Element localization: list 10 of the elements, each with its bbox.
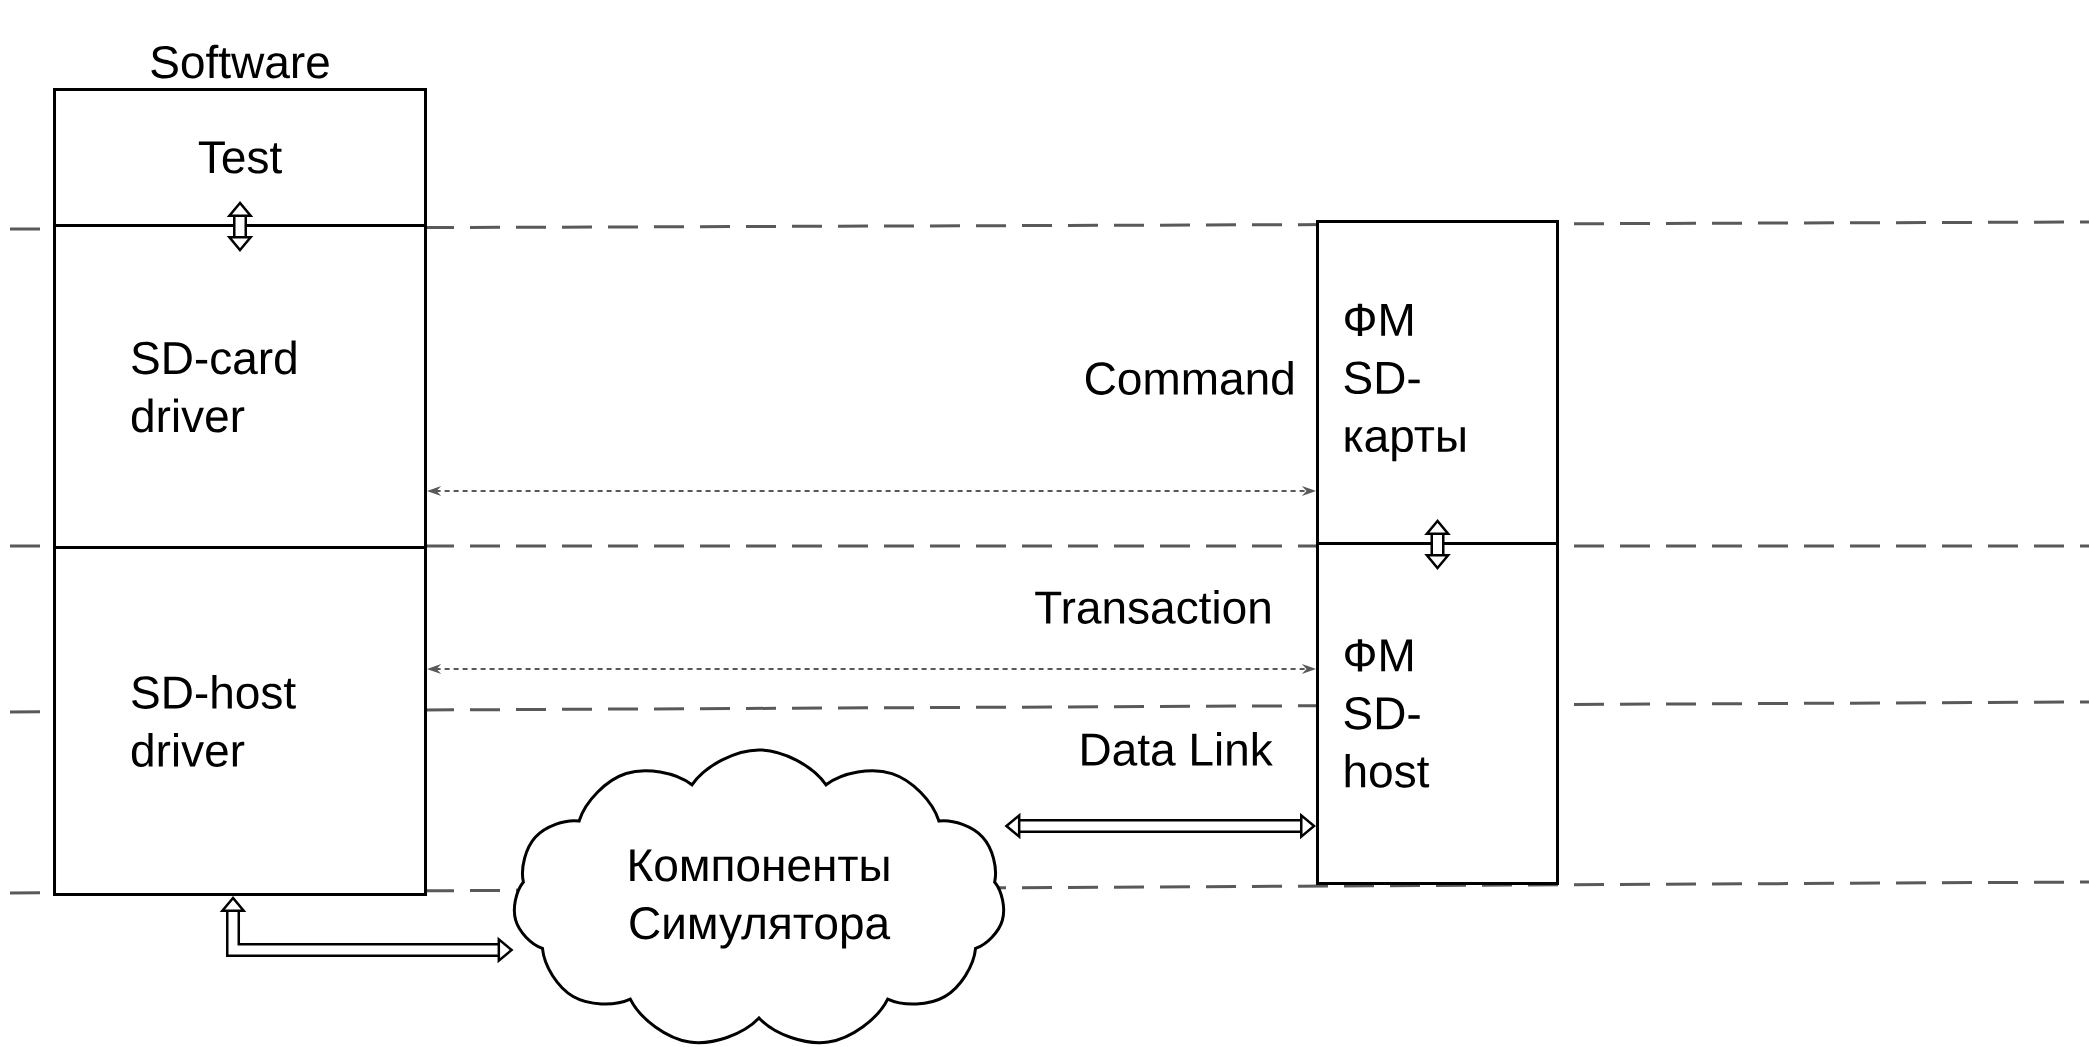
edge-label: Data Link [1076, 730, 1275, 768]
edge-label: Command [1081, 359, 1298, 397]
layer-section: Test [53, 88, 427, 227]
node-label: Компоненты Симулятора [630, 849, 891, 949]
edge-label: Transaction [1032, 588, 1275, 626]
arrow [226, 201, 254, 252]
layer-box: ФМ SD-карты [1316, 220, 1559, 545]
arrow [1424, 519, 1451, 570]
layer-section: SD-host driver [53, 546, 427, 896]
layer-box: ФМ SD-host [1316, 542, 1559, 885]
